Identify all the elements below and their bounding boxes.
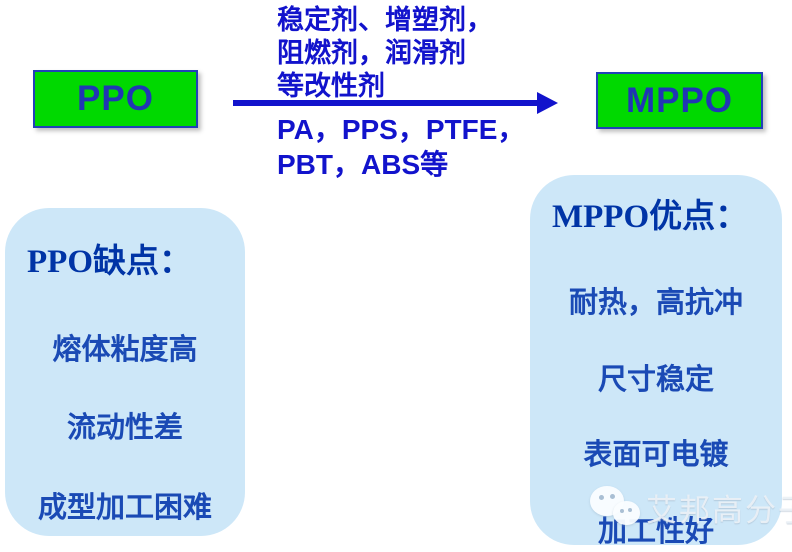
wechat-bubble-small — [613, 501, 640, 525]
blend-resins-annotation: PA，PPS，PTFE， PBT，ABS等 — [277, 112, 525, 182]
blends-line-2: PBT，ABS等 — [277, 149, 449, 180]
mppo-node-label: MPPO — [625, 80, 734, 120]
ppo-node-label: PPO — [77, 79, 154, 118]
modifiers-line-3: 等改性剂 — [277, 71, 385, 101]
ppo-drawback-item: 成型加工困难 — [37, 492, 212, 524]
modifiers-annotation: 稳定剂、增塑剂， 阻燃剂，润滑剂 等改性剂 — [277, 4, 493, 103]
flow-arrow-shaft — [233, 100, 540, 106]
mppo-advantage-item: 表面可电镀 — [583, 439, 729, 471]
blends-line-1: PA，PPS，PTFE， — [277, 114, 526, 145]
mppo-advantage-item: 耐热，高抗冲 — [568, 287, 743, 319]
ppo-drawbacks-title: PPO缺点： — [27, 244, 192, 280]
wechat-icon — [588, 483, 644, 533]
modifiers-line-2: 阻燃剂，润滑剂 — [277, 38, 466, 68]
ppo-node-box: PPO — [33, 70, 198, 128]
modifiers-line-1: 稳定剂、增塑剂， — [277, 5, 493, 35]
watermark: 艾邦高分子 — [588, 483, 792, 533]
mppo-advantage-item: 尺寸稳定 — [597, 364, 714, 396]
flow-arrow-head-icon — [537, 92, 558, 114]
mppo-advantages-panel: MPPO优点： 耐热，高抗冲 尺寸稳定 表面可电镀 加工性好 — [530, 175, 782, 548]
ppo-drawbacks-panel: PPO缺点： 熔体粘度高 流动性差 成型加工困难 — [5, 208, 245, 536]
ppo-drawback-item: 熔体粘度高 — [52, 334, 198, 366]
mppo-node-box: MPPO — [596, 72, 763, 129]
watermark-text: 艾邦高分子 — [646, 493, 792, 528]
ppo-drawback-item: 流动性差 — [66, 412, 183, 444]
mppo-advantages-title: MPPO优点： — [552, 199, 749, 235]
